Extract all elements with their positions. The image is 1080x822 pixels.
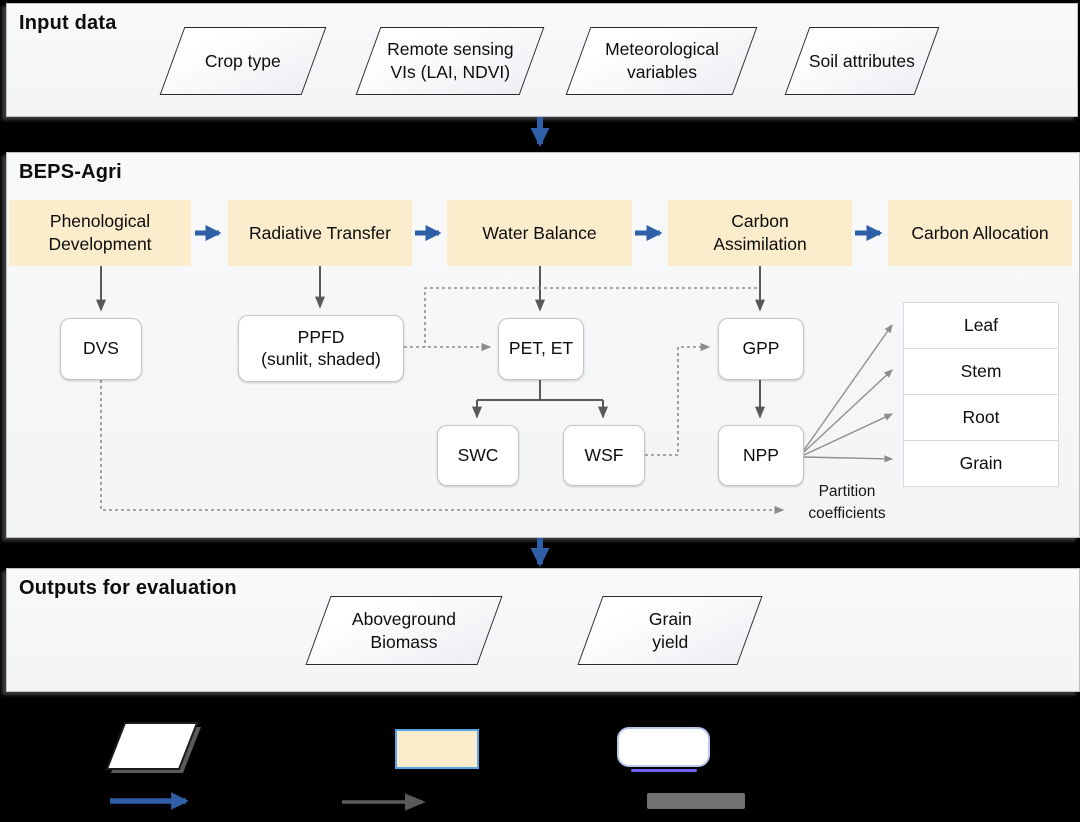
variable-swc: SWC bbox=[437, 425, 519, 486]
carbon-pool-table: Leaf Stem Root Grain bbox=[903, 302, 1059, 487]
pool-stem: Stem bbox=[904, 349, 1058, 395]
variable-pet-et: PET, ET bbox=[498, 318, 584, 380]
pool-grain: Grain bbox=[904, 441, 1058, 486]
input-remote-sensing-label: Remote sensing VIs (LAI, NDVI) bbox=[386, 39, 514, 82]
legend-module-box-icon bbox=[395, 729, 479, 769]
output-aboveground-biomass-label: Aboveground Biomass bbox=[351, 608, 457, 652]
module-phenological-development: Phenological Development bbox=[9, 200, 191, 266]
input-meteorological: Meteorological variables bbox=[565, 27, 758, 95]
variable-npp: NPP bbox=[718, 425, 804, 486]
output-aboveground-biomass: Aboveground Biomass bbox=[305, 596, 503, 665]
legend-variable-box-underline bbox=[631, 769, 697, 772]
partition-coefficients-label: Partition coefficients bbox=[808, 483, 886, 523]
legend-gray-dashed-bar-icon bbox=[647, 793, 745, 809]
output-grain-yield: Grain yield bbox=[577, 596, 763, 665]
variable-wsf: WSF bbox=[563, 425, 645, 486]
outputs-panel: Outputs for evaluation bbox=[6, 568, 1080, 692]
model-section-title: BEPS-Agri bbox=[19, 161, 122, 183]
output-section-title: Outputs for evaluation bbox=[19, 577, 237, 599]
legend-variable-box-icon bbox=[617, 727, 710, 767]
variable-dvs: DVS bbox=[60, 318, 142, 380]
input-section-title: Input data bbox=[19, 12, 117, 34]
input-soil-attributes-label: Soil attributes bbox=[808, 50, 916, 71]
output-grain-yield-label: Grain yield bbox=[648, 608, 692, 652]
module-water-balance: Water Balance bbox=[447, 200, 632, 266]
legend-parallelogram-icon bbox=[105, 722, 199, 770]
input-crop-type-label: Crop type bbox=[205, 50, 281, 71]
variable-gpp: GPP bbox=[718, 318, 804, 380]
pool-root: Root bbox=[904, 395, 1058, 441]
input-soil-attributes: Soil attributes bbox=[784, 27, 940, 95]
pool-leaf: Leaf bbox=[904, 303, 1058, 349]
input-crop-type: Crop type bbox=[159, 27, 327, 95]
legend-parallelogram-shadow bbox=[111, 727, 201, 773]
input-remote-sensing: Remote sensing VIs (LAI, NDVI) bbox=[355, 27, 545, 95]
module-carbon-allocation: Carbon Allocation bbox=[888, 200, 1072, 266]
input-meteorological-label: Meteorological variables bbox=[604, 39, 719, 82]
module-carbon-assimilation: Carbon Assimilation bbox=[668, 200, 852, 266]
module-radiative-transfer: Radiative Transfer bbox=[228, 200, 412, 266]
variable-ppfd: PPFD (sunlit, shaded) bbox=[238, 315, 404, 382]
